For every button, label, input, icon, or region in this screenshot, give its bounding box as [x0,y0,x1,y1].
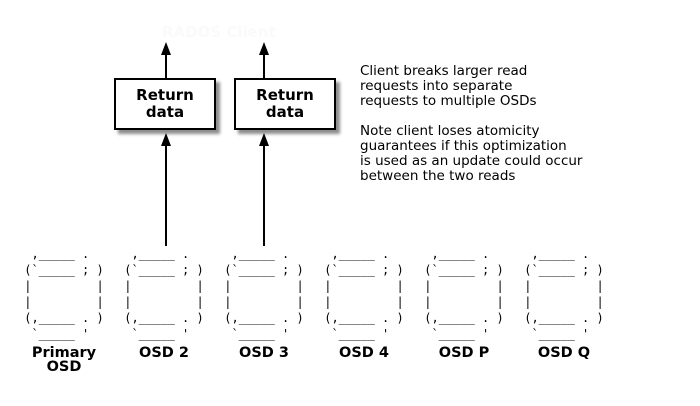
osd-cylinder-art: ,_____ . (`_____ ; ) | | | | (,_____ . )… [324,247,404,341]
osd-item: ,_____ . (`_____ ; ) | | | | (,_____ . )… [417,246,511,374]
osd-label: OSD P [438,345,490,361]
osd-label: OSD Q [537,345,591,361]
arrow-shaft [263,146,265,246]
osd-cylinder-art: ,_____ . (`_____ ; ) | | | | (,_____ . )… [224,247,304,341]
arrow-up-from-left-box [160,42,172,78]
osd-item: ,_____ . (`_____ ; ) | | | | (,_____ . )… [317,246,411,374]
return-data-box-left: Return data [114,78,216,130]
note-client-breaks-reads: Client breaks larger read requests into … [360,63,537,109]
osd-label: OSD 2 [139,345,189,361]
osd-row: ,_____ . (`_____ ; ) | | | | (,_____ . )… [17,246,617,374]
arrow-shaft [165,55,167,78]
arrowhead-icon [161,133,171,146]
osd-cylinder-art: ,_____ . (`_____ ; ) | | | | (,_____ . )… [124,247,204,341]
osd-label: OSD 4 [339,345,389,361]
osd-label: OSD 3 [239,345,289,361]
faded-client-title: RADOS Client [162,23,276,41]
arrow-shaft [165,146,167,246]
return-data-box-right: Return data [234,78,336,130]
osd-label: Primary OSD [31,345,97,375]
arrowhead-icon [259,42,269,55]
arrow-up-from-osd3 [258,133,270,246]
arrowhead-icon [259,133,269,146]
arrow-shaft [263,55,265,78]
osd-cylinder-art: ,_____ . (`_____ ; ) | | | | (,_____ . )… [524,247,604,341]
note-atomicity-warning: Note client loses atomicity guarantees i… [360,123,583,184]
osd-item: ,_____ . (`_____ ; ) | | | | (,_____ . )… [117,246,211,374]
arrowhead-icon [161,42,171,55]
osd-cylinder-art: ,_____ . (`_____ ; ) | | | | (,_____ . )… [24,247,104,341]
arrow-up-from-osd2 [160,133,172,246]
osd-cylinder-art: ,_____ . (`_____ ; ) | | | | (,_____ . )… [424,247,504,341]
osd-item: ,_____ . (`_____ ; ) | | | | (,_____ . )… [217,246,311,374]
osd-item: ,_____ . (`_____ ; ) | | | | (,_____ . )… [517,246,611,374]
osd-item: ,_____ . (`_____ ; ) | | | | (,_____ . )… [17,246,111,374]
arrow-up-from-right-box [258,42,270,78]
